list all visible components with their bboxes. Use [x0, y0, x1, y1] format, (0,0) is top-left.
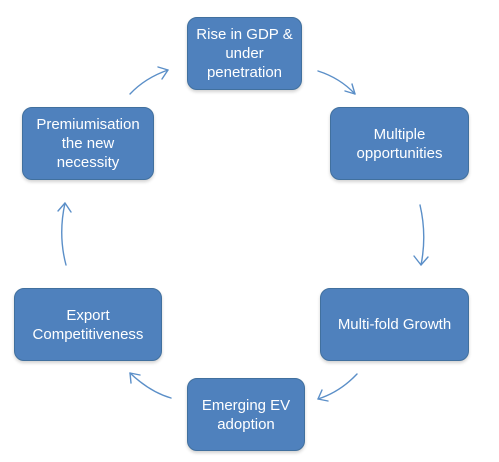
arrow-left1-to-top	[129, 66, 169, 95]
arrow-right1-to-right2	[413, 204, 429, 266]
arrow-right2-to-bottom	[317, 373, 358, 402]
arrow-left2-to-left1	[57, 202, 72, 266]
node-multiple-opportunities: Multiple opportunities	[330, 107, 469, 180]
node-rise-in-gdp: Rise in GDP & under penetration	[187, 17, 302, 90]
arrow-bottom-to-left2	[129, 372, 172, 399]
node-multi-fold-growth: Multi-fold Growth	[320, 288, 469, 361]
node-premiumisation: Premiumisation the new necessity	[22, 107, 154, 180]
node-emerging-ev-adoption: Emerging EV adoption	[187, 378, 305, 451]
node-export-competitiveness: Export Competitiveness	[14, 288, 162, 361]
arrow-top-to-right1	[317, 70, 356, 95]
